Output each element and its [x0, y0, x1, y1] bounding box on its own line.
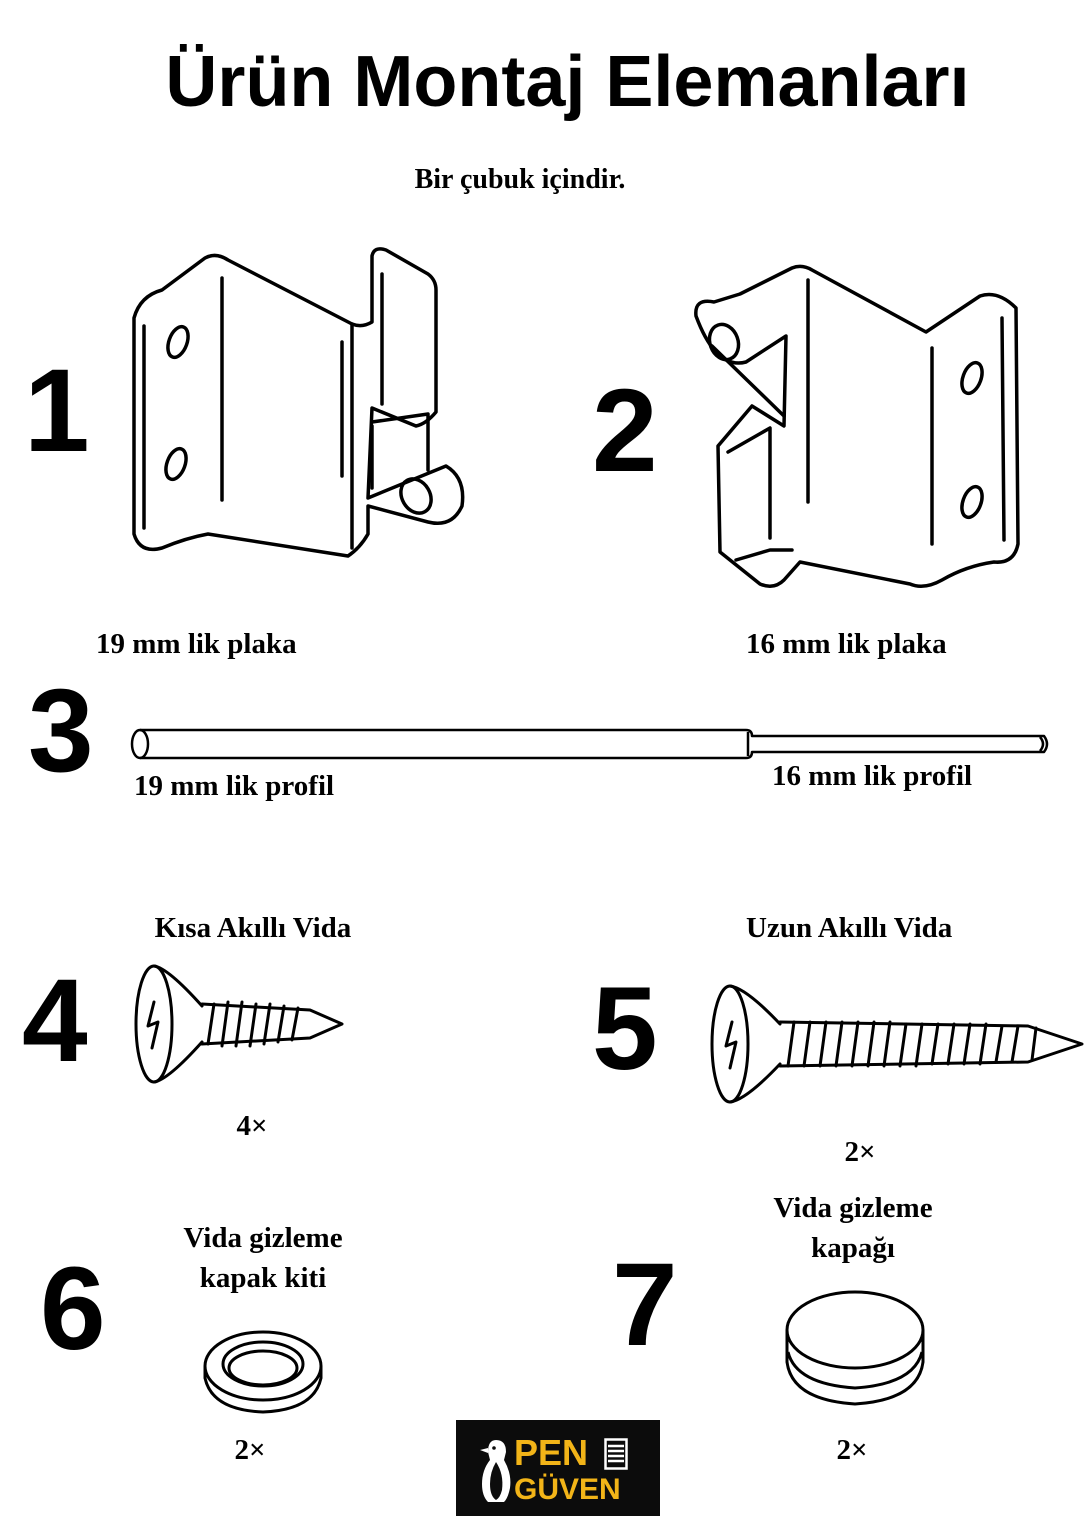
- rod-profile-icon: [130, 728, 1049, 760]
- item-number-5: 5: [592, 963, 658, 1095]
- item-label-6-line2: kapak kiti: [199, 1262, 327, 1294]
- item-label-2: 16 mm lik plaka: [746, 628, 947, 660]
- item-number-2: 2: [592, 365, 658, 497]
- page-title: Ürün Montaj Elemanları: [165, 42, 970, 122]
- item-label-7-line2: kapağı: [811, 1232, 895, 1264]
- item-label-1: 19 mm lik plaka: [96, 628, 297, 660]
- item-label-4: Kısa Akıllı Vida: [154, 912, 352, 944]
- bracket-16mm-icon: [694, 264, 1020, 588]
- logo-text-guven: GÜVEN: [514, 1473, 621, 1506]
- bracket-19mm-icon: [132, 247, 465, 558]
- item-quantity-4: 4×: [236, 1110, 268, 1142]
- item-quantity-7: 2×: [836, 1434, 868, 1466]
- item-label-7-line1: Vida gizleme: [773, 1192, 933, 1224]
- logo-text-pen: PEN: [514, 1432, 589, 1473]
- item-quantity-6: 2×: [234, 1434, 266, 1466]
- item-number-7: 7: [612, 1239, 678, 1371]
- window-blind-icon: [604, 1438, 628, 1470]
- item-number-3: 3: [28, 665, 94, 797]
- pen-guven-logo: PEN GÜVEN: [456, 1420, 660, 1516]
- item-number-4: 4: [22, 955, 88, 1087]
- long-screw-icon: [710, 984, 1084, 1104]
- page-subtitle: Bir çubuk içindir.: [414, 164, 626, 195]
- short-screw-icon: [134, 964, 344, 1084]
- item-label-5: Uzun Akıllı Vida: [746, 912, 953, 944]
- item-number-6: 6: [40, 1243, 106, 1375]
- item-label-3-left: 19 mm lik profil: [134, 770, 335, 802]
- screw-cap-icon: [785, 1290, 925, 1406]
- penguin-logo-icon: [480, 1440, 511, 1502]
- washer-ring-icon: [203, 1330, 323, 1414]
- item-label-3-right: 16 mm lik profil: [772, 760, 973, 792]
- item-quantity-5: 2×: [844, 1136, 876, 1168]
- item-number-1: 1: [24, 345, 90, 477]
- item-label-6-line1: Vida gizleme: [183, 1222, 343, 1254]
